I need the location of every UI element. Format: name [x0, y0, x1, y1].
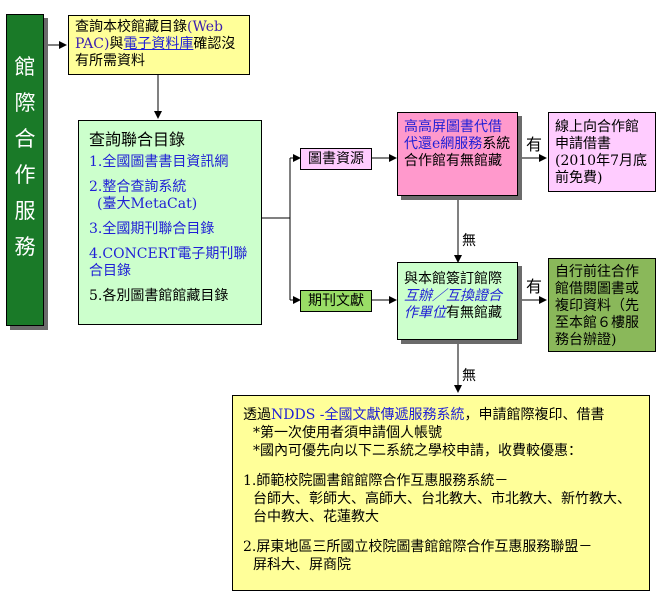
side-title-char: 務 [14, 235, 36, 259]
side-title-char: 服 [14, 199, 36, 223]
webpac-link[interactable]: (Web PAC) [75, 19, 223, 52]
label-journal-literature: 期刊文獻 [300, 290, 372, 312]
label-yes: 有 [526, 277, 543, 296]
visit-library-box: 自行前往合作館借閱圖書或複印資料（先至本館６樓服務台辦證) [548, 258, 656, 352]
label-yes: 有 [526, 135, 543, 154]
union-item-journals[interactable]: 3.全國期刊聯合目錄 [89, 221, 215, 237]
union-catalog-box: 查詢聯合目錄 1.全國圖書書目資訊網 2.整合查詢系統 (臺大MetaCat) … [78, 120, 262, 325]
catalog-post-text: 確認沒有所需資料 [75, 36, 236, 69]
ndds-link[interactable]: NDDS -全國文獻傳遞服務系統 [271, 407, 465, 423]
gaoping-service-text: 系統合作館有無館藏 [404, 136, 511, 169]
side-title-char: 館 [14, 55, 36, 79]
label-no: 無 [462, 233, 476, 249]
label-no: 無 [462, 368, 476, 384]
catalog-mid-text: 與 [109, 36, 124, 52]
partner-card-link[interactable]: 互辦／互換證合作單位 [404, 288, 502, 321]
catalog-check-box: 查詢本校館藏目錄(Web PAC)與電子資料庫確認沒有所需資料 [68, 15, 250, 75]
union-item-metacat-sub[interactable]: (臺大MetaCat) [97, 196, 198, 212]
side-title-box: 館 際 合 作 服 務 [6, 14, 44, 326]
catalog-pre-text: 查詢本校館藏目錄 [75, 19, 187, 35]
union-item-national-bib[interactable]: 1.全國圖書書目資訊網 [89, 154, 229, 170]
online-request-box: 線上向合作館申請借書(2010年7月底前免費) [548, 112, 656, 192]
gaoping-service-link[interactable]: 高高屏圖書代借代還e網服務 [404, 119, 502, 152]
union-item-metacat[interactable]: 2.整合查詢系統 [89, 179, 187, 195]
union-item-concert[interactable]: 4.CONCERT電子期刊聯合目錄 [89, 246, 248, 279]
side-title-char: 作 [14, 163, 36, 187]
database-link[interactable]: 電子資料庫 [123, 36, 194, 52]
gaoping-service-box: 高高屏圖書代借代還e網服務系統合作館有無館藏 [397, 112, 518, 196]
union-item-individual: 5.各別圖書館館藏目錄 [89, 288, 229, 304]
ndds-box: 透過NDDS -全國文獻傳遞服務系統，申請館際複印、借書 *第一次使用者須申請個… [232, 395, 650, 591]
side-title-char: 際 [14, 91, 36, 115]
side-title-char: 合 [14, 127, 36, 151]
label-book-resources: 圖書資源 [300, 148, 372, 170]
union-catalog-title: 查詢聯合目錄 [89, 130, 186, 149]
partner-library-box: 與本館簽訂館際互辦／互換證合作單位有無館藏 [397, 262, 518, 340]
